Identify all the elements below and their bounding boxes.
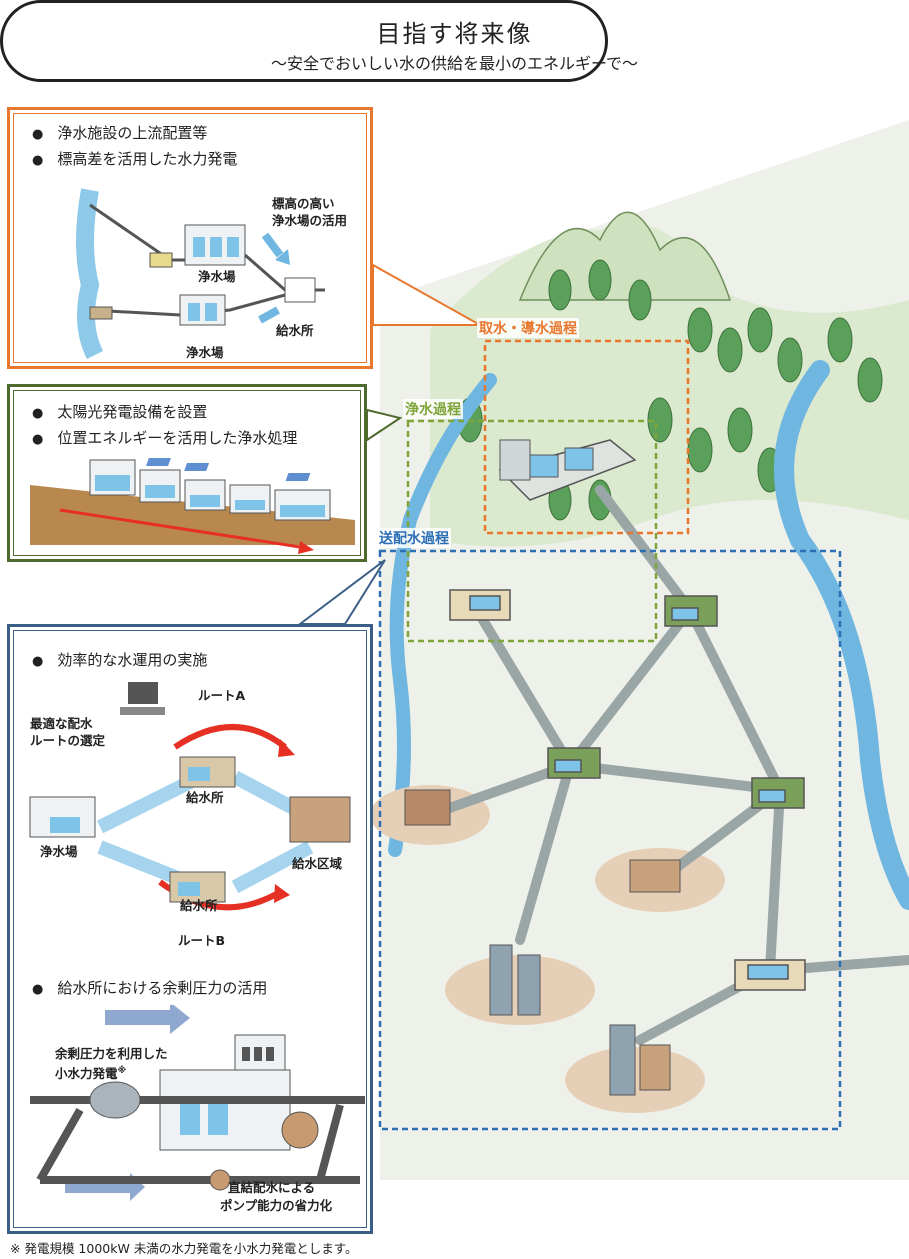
panel1-bullet-2: 標高差を活用した水力発電 — [32, 148, 237, 169]
mountain — [518, 211, 732, 301]
page-title: 目指す将来像 — [376, 20, 533, 48]
label-small-hydro-mark: ※ — [117, 1066, 127, 1076]
label-small-hydro-text: 小水力発電 — [55, 1066, 118, 1082]
label-station-bottom: 給水所 — [180, 898, 218, 913]
panel-solar-gravity: 太陽光発電設備を設置 位置エネルギーを活用した浄水処理 — [7, 384, 367, 562]
panel3-bullet-2: 給水所における余剰圧力の活用 — [32, 977, 267, 998]
panel3-hydro-diagram — [30, 1005, 365, 1201]
panel1-bullet-1: 浄水施設の上流配置等 — [32, 122, 207, 143]
label-plant-upper: 浄水場 — [198, 269, 236, 284]
label-optimal-2: ルートの選定 — [30, 733, 106, 748]
label-route-b: ルートB — [178, 933, 226, 948]
main-purification-plant — [498, 439, 637, 501]
zone-distribution-label: 送配水過程 — [377, 528, 451, 548]
zone-intake-box — [483, 339, 690, 535]
label-high-plant-1: 標高の高い — [272, 196, 335, 211]
zone-distribution-box — [378, 549, 842, 1131]
zone-purification-label: 浄水過程 — [403, 399, 463, 419]
label-route-a: ルートA — [198, 688, 246, 703]
river-right — [774, 360, 909, 910]
panel1-diagram — [76, 188, 325, 360]
panel3-route-diagram — [29, 682, 351, 911]
title-banner: 目指す将来像 ～安全でおいしい水の供給を最小のエネルギーで～ — [0, 0, 638, 82]
panel2-bullet-2: 位置エネルギーを活用した浄水処理 — [32, 427, 297, 448]
label-plant-lower: 浄水場 — [186, 345, 224, 360]
label-district: 給水区域 — [292, 856, 343, 871]
panel-efficient-operation: 効率的な水運用の実施 ルートA 最適な配水 ルートの選定 給水所 浄水場 給水区… — [7, 624, 373, 1234]
label-plant: 浄水場 — [40, 844, 78, 859]
panel2-diagram — [30, 458, 355, 554]
panel-upstream-hydro: 浄水施設の上流配置等 標高差を活用した水力発電 標高の高い 浄水場の活用 浄水場… — [7, 107, 373, 369]
label-optimal-1: 最適な配水 — [30, 716, 93, 731]
label-station-top: 給水所 — [186, 790, 224, 805]
label-direct-1: 直結配水による — [228, 1180, 316, 1195]
panel2-bullet-1: 太陽光発電設備を設置 — [32, 401, 207, 422]
label-supply-station: 給水所 — [276, 323, 314, 338]
footnote: ※ 発電規模 1000kW 未満の水力発電を小水力発電とします。 — [10, 1241, 358, 1256]
label-high-plant-2: 浄水場の活用 — [272, 213, 348, 228]
river-left — [388, 373, 497, 857]
panel3-bullet-1: 効率的な水運用の実施 — [32, 649, 207, 670]
label-small-hydro-2: 小水力発電※ — [55, 1063, 126, 1082]
label-small-hydro-1: 余剰圧力を利用した — [55, 1046, 168, 1061]
page-subtitle: ～安全でおいしい水の供給を最小のエネルギーで～ — [270, 54, 639, 73]
label-direct-2: ポンプ能力の省力化 — [220, 1198, 333, 1213]
zone-intake-label: 取水・導水過程 — [477, 318, 579, 338]
